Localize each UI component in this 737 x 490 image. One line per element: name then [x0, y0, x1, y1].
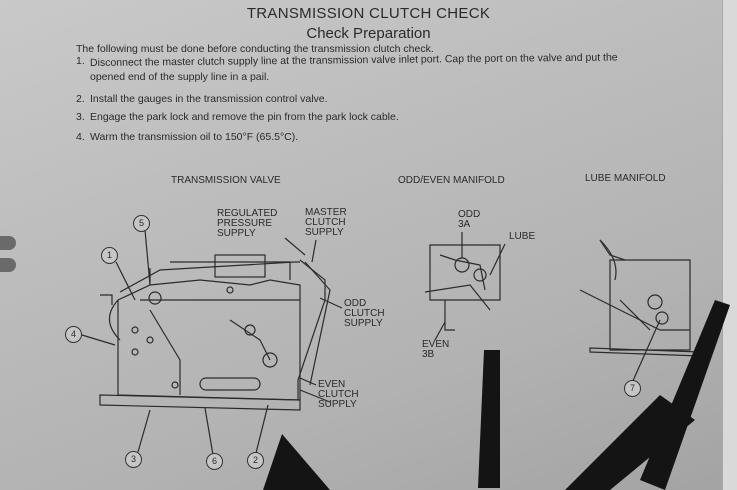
callout-6: 6	[206, 453, 223, 470]
label-line: 3B	[422, 349, 435, 360]
intro-text: The following must be done before conduc…	[76, 43, 434, 55]
page-subtitle: Check Preparation	[306, 25, 431, 42]
label-line: 3A	[458, 219, 471, 230]
label-line: SUPPLY	[305, 227, 344, 238]
label-line: MASTER	[305, 207, 347, 218]
step-number: 2.	[76, 93, 85, 105]
label-odd-3a: ODD 3A	[458, 210, 480, 230]
label-line: CLUTCH	[344, 308, 385, 319]
step-text-continued: opened end of the supply line in a pail.	[90, 71, 270, 83]
label-even-3b: EVEN 3B	[422, 340, 449, 360]
label-line: REGULATED	[217, 208, 278, 219]
binder-ring	[0, 258, 16, 272]
figure-caption-manifold: ODD/EVEN MANIFOLD	[398, 175, 505, 186]
callout-7: 7	[624, 380, 641, 397]
callout-2: 2	[247, 452, 264, 469]
label-line: ODD	[458, 209, 481, 220]
label-line: SUPPLY	[318, 399, 357, 410]
step-text: Install the gauges in the transmission c…	[90, 93, 328, 105]
label-master-clutch-supply: MASTER CLUTCH SUPPLY	[305, 208, 347, 238]
callout-1: 1	[101, 247, 118, 264]
callout-4: 4	[65, 326, 82, 343]
step-text: Engage the park lock and remove the pin …	[90, 111, 399, 123]
figure-caption-lube: LUBE MANIFOLD	[585, 173, 666, 184]
step-text: Warm the transmission oil to 150°F (65.5…	[90, 131, 299, 143]
binder-ring	[0, 236, 16, 250]
label-line: CLUTCH	[318, 389, 359, 400]
label-odd-clutch-supply: ODD CLUTCH SUPPLY	[344, 299, 385, 329]
page-title: TRANSMISSION CLUTCH CHECK	[246, 5, 491, 22]
label-regulated-pressure-supply: REGULATED PRESSURE SUPPLY	[217, 209, 277, 239]
figure-caption-valve: TRANSMISSION VALVE	[171, 175, 281, 186]
label-line: EVEN	[318, 379, 346, 390]
label-even-clutch-supply: EVEN CLUTCH SUPPLY	[318, 380, 359, 410]
label-line: PRESSURE	[217, 218, 273, 229]
page-edge	[722, 0, 737, 490]
label-line: CLUTCH	[305, 217, 346, 228]
label-line: SUPPLY	[217, 228, 256, 239]
label-line: ODD	[344, 298, 367, 309]
label-lube: LUBE	[509, 231, 536, 242]
label-line: EVEN	[422, 339, 450, 350]
step-number: 1.	[76, 55, 85, 67]
label-line: SUPPLY	[344, 318, 383, 329]
callout-5: 5	[133, 215, 150, 232]
step-number: 4.	[76, 131, 85, 143]
callout-3: 3	[125, 451, 142, 468]
step-number: 3.	[76, 111, 85, 123]
